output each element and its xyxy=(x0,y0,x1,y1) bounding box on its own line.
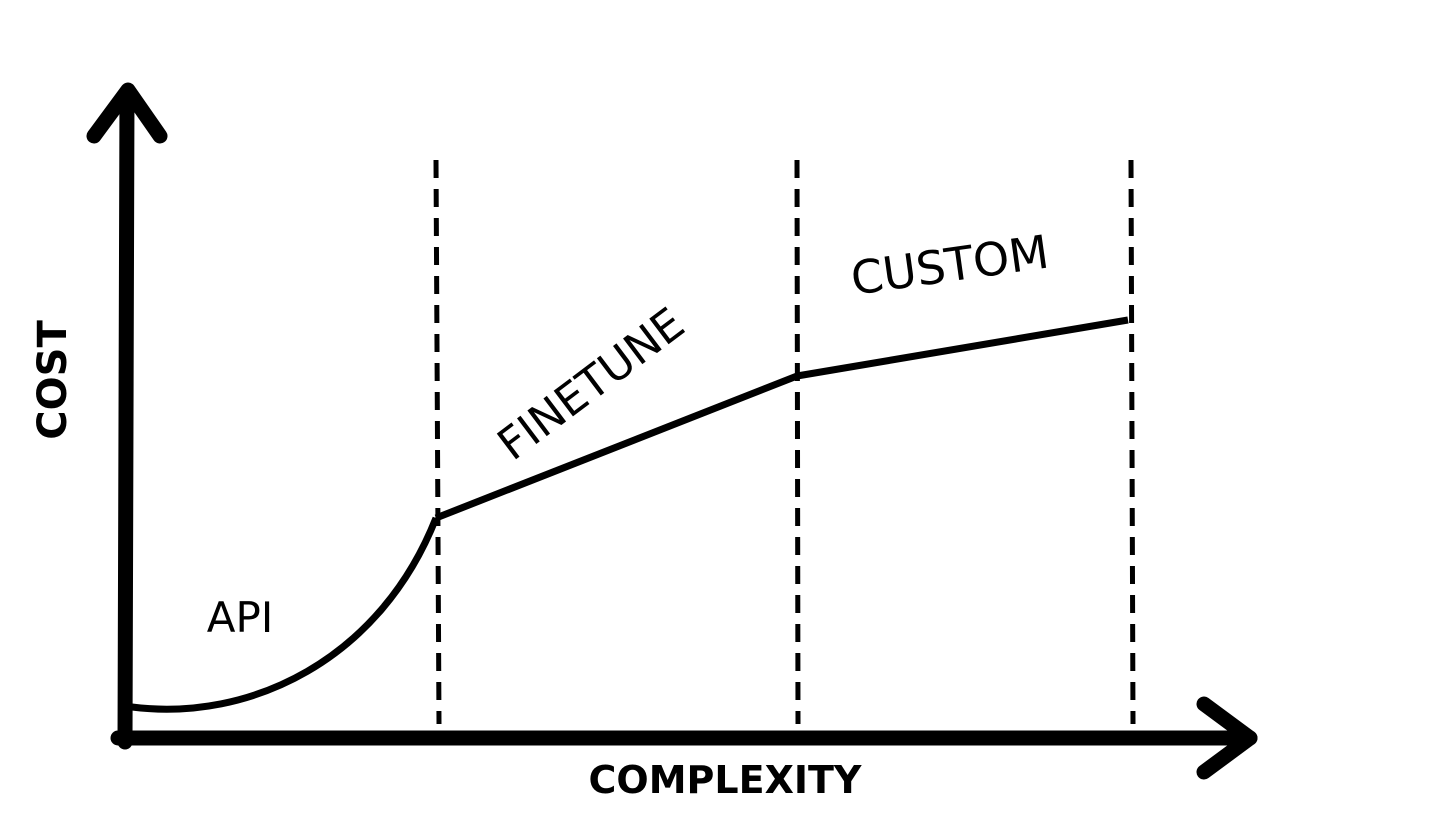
region-label-api: API xyxy=(207,593,273,642)
divider-custom-end xyxy=(1128,159,1136,725)
y-axis-label: COST xyxy=(30,320,76,440)
api-cost-curve xyxy=(131,516,440,713)
x-axis-label: COMPLEXITY xyxy=(589,758,862,802)
divider-api-finetune xyxy=(433,159,442,725)
divider-finetune-custom xyxy=(794,159,801,725)
x-axis-arrowhead xyxy=(1196,696,1258,780)
region-label-finetune: FINETUNE xyxy=(489,298,694,470)
y-axis-arrowhead xyxy=(86,82,168,144)
custom-cost-line xyxy=(796,316,1129,380)
region-label-custom: CUSTOM xyxy=(847,225,1052,306)
finetune-cost-line xyxy=(434,372,799,522)
y-axis xyxy=(117,84,135,750)
